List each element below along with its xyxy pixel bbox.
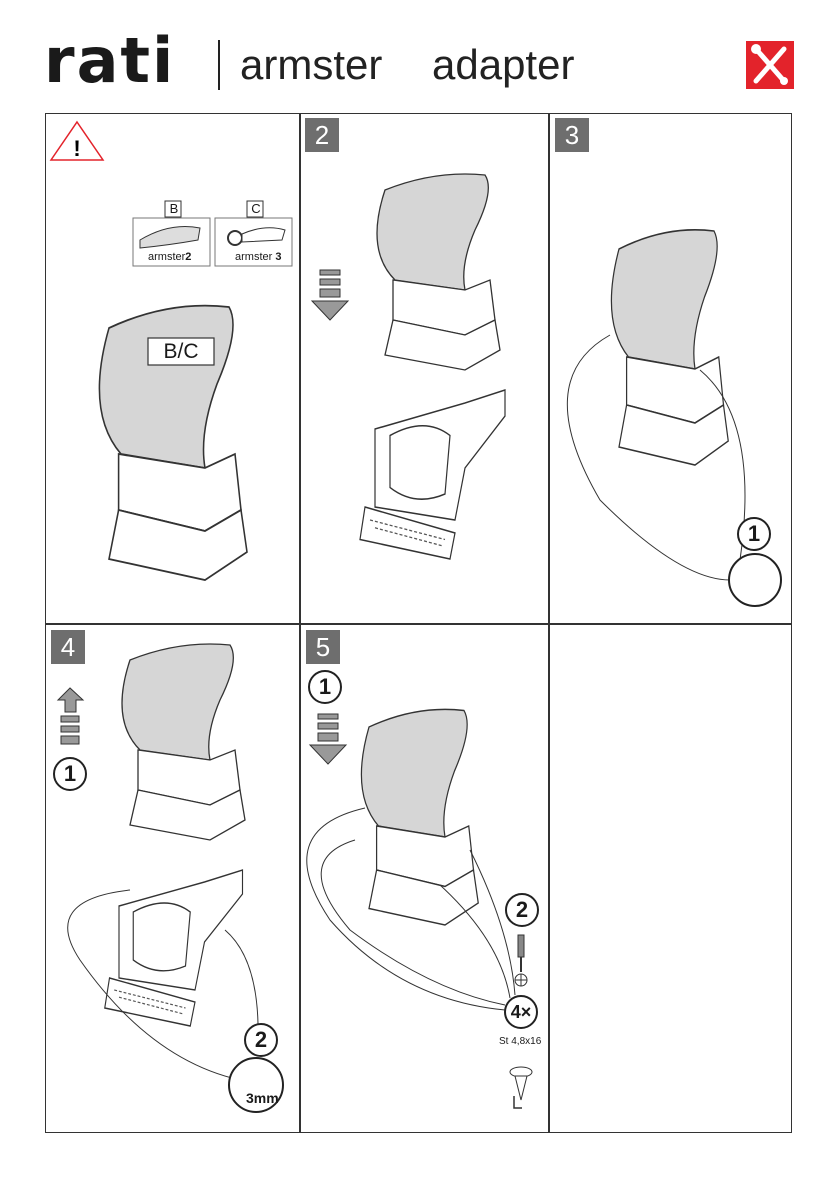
instruction-grid	[45, 113, 792, 1133]
variant-c-number: 3	[275, 251, 282, 263]
substep-1: 1	[737, 517, 771, 551]
variant-c-name: armster 3	[235, 251, 281, 263]
title-adapter: adapter	[432, 41, 575, 88]
step-badge-4: 4	[51, 630, 85, 664]
wrench-screwdriver-icon	[746, 41, 794, 89]
title-separator	[218, 40, 220, 90]
variant-c-letter: C	[251, 201, 261, 216]
svg-text:!: !	[73, 136, 80, 161]
drill-size: 3mm	[246, 1090, 279, 1106]
variant-b-letter: B	[169, 201, 179, 216]
variant-b-name: armster2	[148, 251, 191, 263]
step-badge-2: 2	[305, 118, 339, 152]
substep-1: 1	[308, 670, 342, 704]
step-badge-5: 5	[306, 630, 340, 664]
warning-triangle-icon	[49, 120, 105, 161]
substep-2: 2	[505, 893, 539, 927]
brand-logo: rati	[44, 24, 176, 97]
variant-b-model: armster	[148, 251, 186, 263]
step-badge-3: 3	[555, 118, 589, 152]
variant-c-model: armster	[235, 251, 273, 263]
title-product: armster	[240, 41, 383, 88]
pad-label: B/C	[163, 340, 199, 363]
divider	[46, 623, 791, 625]
screw-count: 4×	[504, 995, 538, 1029]
substep-1: 1	[53, 757, 87, 791]
variant-b-number: 2	[185, 251, 192, 263]
screw-spec: St 4,8x16	[499, 1036, 542, 1047]
substep-2: 2	[244, 1023, 278, 1057]
